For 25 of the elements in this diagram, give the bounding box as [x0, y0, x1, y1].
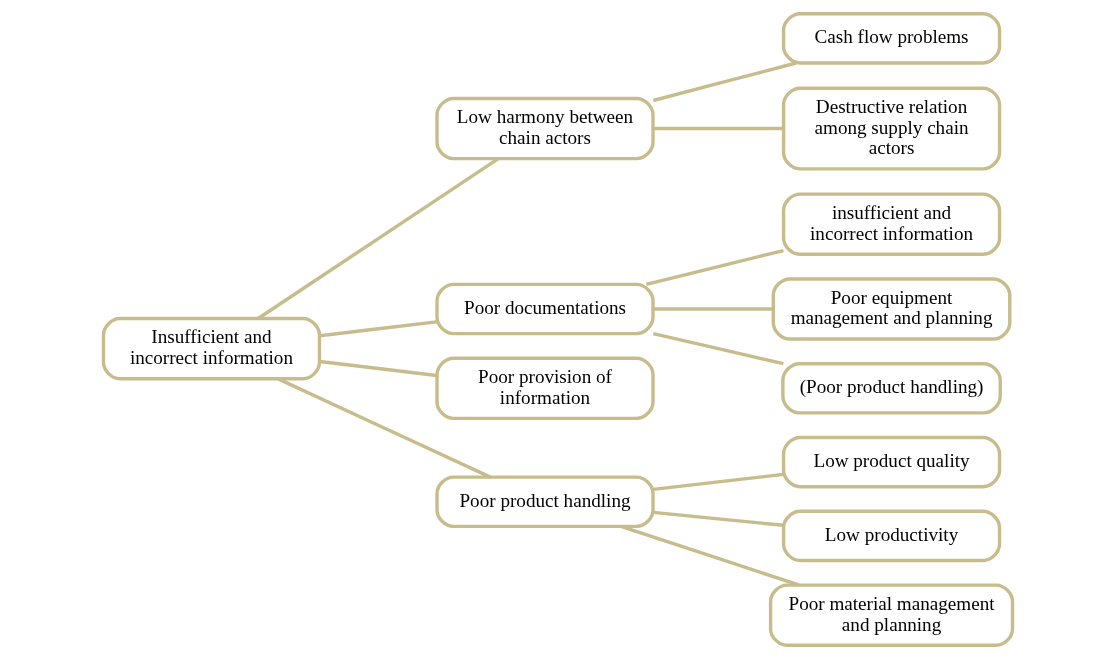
connector: [256, 157, 499, 320]
node-box: Poor provision of information: [434, 356, 655, 421]
connector: [652, 331, 784, 366]
connector: [652, 510, 784, 527]
node-box: Poor product handling: [434, 475, 655, 529]
node-box: insufficient and incorrect information: [781, 192, 1001, 256]
connector: [645, 248, 784, 287]
connector: [319, 359, 437, 378]
connector: [276, 377, 491, 479]
connector: [652, 307, 773, 311]
node-box: Low harmony between chain actors: [434, 96, 655, 161]
node-box: Low productivity: [781, 509, 1001, 563]
node-box: Poor equipment management and planning: [771, 277, 1011, 341]
node-box: Insufficient and incorrect information: [101, 316, 321, 381]
node-box: Cash flow problems: [781, 12, 1001, 65]
node-box: Poor documentations: [434, 282, 655, 336]
node-box: Poor material management and planning: [768, 583, 1014, 647]
node-box: Low product quality: [781, 435, 1001, 489]
connector: [619, 524, 799, 587]
node-box: Destructive relation among supply chain actors: [781, 86, 1001, 171]
connector: [652, 61, 797, 103]
connector: [319, 320, 437, 338]
connector: [652, 126, 783, 131]
node-box: (Poor product handling): [780, 361, 1002, 415]
connector: [652, 472, 784, 492]
